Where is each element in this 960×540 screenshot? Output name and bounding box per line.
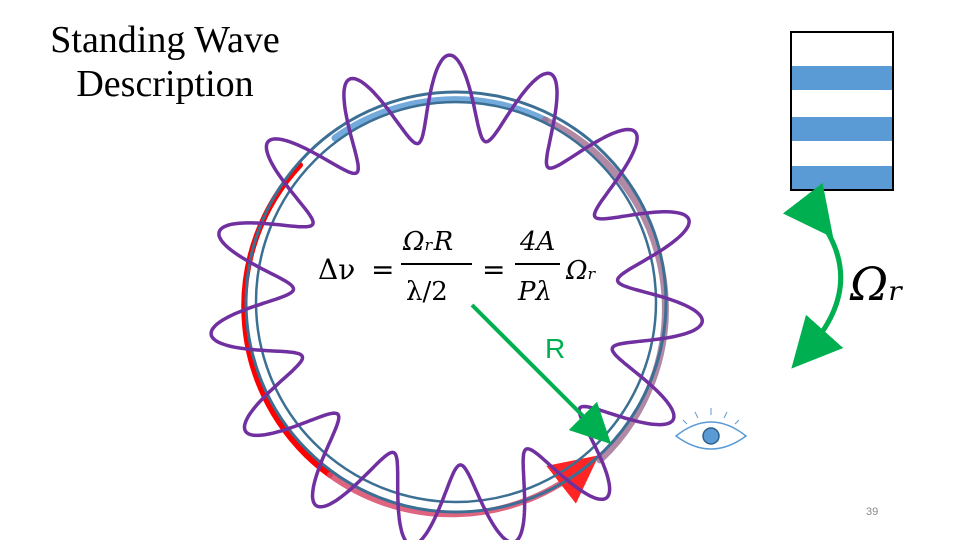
- equation-frac2-numerator: 4A: [519, 227, 555, 257]
- fringe-stripe-1: [792, 66, 892, 90]
- equation-tail: Ωᵣ: [565, 256, 597, 286]
- fringe-stripe-3: [792, 166, 892, 189]
- ring-inner: [254, 100, 658, 504]
- fringe-pattern: [790, 31, 894, 191]
- sagnac-equation: Δν = ΩᵣR λ/2 = 4A Pλ Ωᵣ: [318, 227, 597, 307]
- rotation-arrow: [782, 182, 844, 369]
- rotation-label: Ωᵣ: [849, 257, 904, 311]
- radius-arrow: [470, 303, 612, 445]
- beam-arc-purple-right: [541, 116, 669, 464]
- equation-lhs: Δν: [318, 253, 355, 286]
- eye-icon: [674, 408, 748, 450]
- equation-frac1-denominator: λ/2: [406, 277, 448, 307]
- radius-label: R: [545, 333, 565, 364]
- ring-outer: [244, 90, 668, 514]
- standing-wave: [209, 53, 705, 540]
- slide-title-line2: Description: [76, 63, 254, 105]
- equation-frac1-numerator: ΩᵣR: [402, 227, 453, 257]
- slide-title-line1: Standing Wave: [50, 19, 280, 61]
- slide-title: Standing Wave Description: [20, 18, 310, 106]
- fringe-stripe-2: [792, 117, 892, 141]
- equation-equals-1: =: [371, 253, 394, 286]
- equation-frac2-denominator: Pλ: [517, 277, 552, 307]
- page-number: 39: [866, 506, 879, 518]
- equation-equals-2: =: [482, 253, 505, 286]
- fringe-frame: [790, 31, 894, 191]
- beam-arc-blue-top: [331, 96, 549, 142]
